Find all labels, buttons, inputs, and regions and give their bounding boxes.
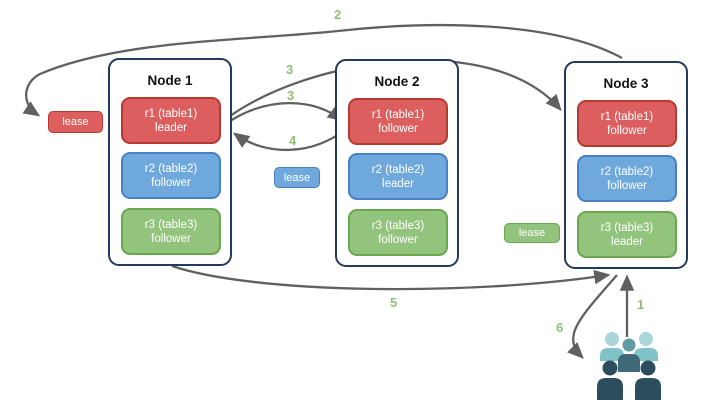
- node-1-replica-r2: r2 (table2) follower: [121, 152, 221, 199]
- lease-chip-r1: lease: [48, 111, 103, 133]
- replica-role: follower: [151, 176, 191, 189]
- node-1-title: Node 1: [147, 73, 193, 88]
- replica-role: follower: [607, 124, 647, 137]
- step-label-4: 4: [289, 133, 297, 148]
- step-label-1: 1: [637, 297, 645, 312]
- node-2-replica-r3: r3 (table3) follower: [348, 209, 448, 256]
- node-1-replica-r1: r1 (table1) leader: [121, 97, 221, 144]
- step-label-3a: 3: [286, 62, 294, 77]
- lease-chip-r2: lease: [274, 167, 320, 188]
- replica-label: r3 (table3): [371, 219, 425, 232]
- step-label-5: 5: [390, 295, 398, 310]
- node-3-replica-r3: r3 (table3) leader: [577, 211, 677, 258]
- replica-role: follower: [151, 232, 191, 245]
- replica-role: follower: [378, 233, 418, 246]
- replica-label: r2 (table2): [371, 163, 425, 176]
- arrow-step-5-node1-to-node3: [171, 264, 611, 291]
- node-3-panel: Node 3 r1 (table1) follower r2 (table2) …: [564, 61, 688, 269]
- replica-role: leader: [155, 121, 187, 134]
- node-3-replica-r2: r2 (table2) follower: [577, 155, 677, 202]
- replica-role: follower: [378, 122, 418, 135]
- replica-label: r2 (table2): [144, 162, 198, 175]
- node-3-replica-r1: r1 (table1) follower: [577, 100, 677, 147]
- step-label-2: 2: [334, 7, 342, 22]
- node-2-panel: Node 2 r1 (table1) follower r2 (table2) …: [335, 59, 459, 267]
- replica-label: r1 (table1): [371, 108, 425, 121]
- arrow-step-3-node1-to-node2: [226, 101, 345, 124]
- replica-label: r1 (table1): [144, 107, 198, 120]
- replica-role: leader: [382, 177, 414, 190]
- node-3-title: Node 3: [603, 76, 649, 91]
- step-label-6: 6: [556, 320, 564, 335]
- replica-role: follower: [607, 179, 647, 192]
- lease-chip-r3: lease: [504, 223, 560, 243]
- replica-label: r1 (table1): [600, 110, 654, 123]
- node-2-replica-r2: r2 (table2) leader: [348, 153, 448, 200]
- replica-role: leader: [611, 235, 643, 248]
- users-icon: [597, 332, 661, 400]
- node-1-replica-r3: r3 (table3) follower: [121, 208, 221, 255]
- replica-label: r3 (table3): [600, 221, 654, 234]
- node-2-replica-r1: r1 (table1) follower: [348, 98, 448, 145]
- replica-label: r2 (table2): [600, 165, 654, 178]
- step-label-3b: 3: [287, 88, 295, 103]
- node-1-panel: Node 1 r1 (table1) leader r2 (table2) fo…: [108, 58, 232, 266]
- replica-label: r3 (table3): [144, 218, 198, 231]
- node-2-title: Node 2: [374, 74, 420, 89]
